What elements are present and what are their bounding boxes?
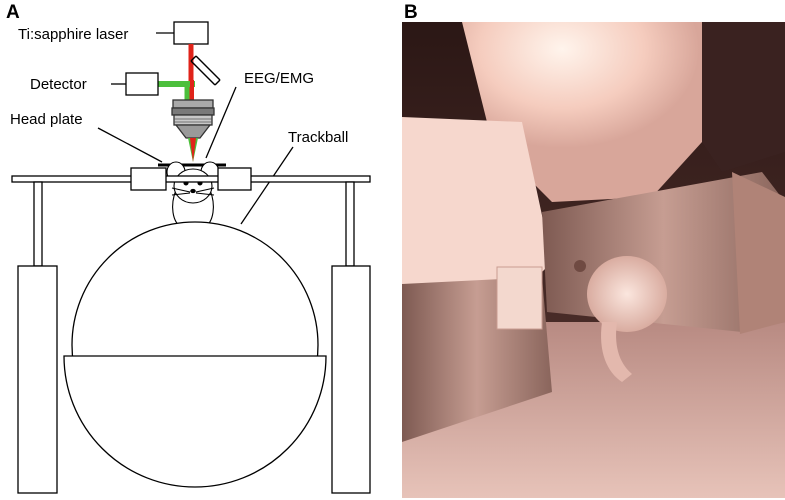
- right-post: [345, 181, 355, 267]
- left-pillar: [17, 265, 58, 494]
- trackball-leader-line: [240, 146, 294, 225]
- panel-a-letter: A: [6, 2, 20, 23]
- photo-rendering: [402, 22, 785, 498]
- eeg-leader-line: [205, 86, 237, 159]
- eeg-emg-label: EEG/EMG: [244, 70, 314, 87]
- objective-lens: [171, 99, 215, 139]
- trackball-label: Trackball: [288, 129, 348, 146]
- dichroic-mirror: [190, 55, 221, 86]
- left-holder-block: [130, 167, 167, 191]
- right-holder-block: [217, 167, 252, 191]
- right-pillar: [331, 265, 371, 494]
- trackball-bowl: [63, 355, 327, 488]
- laser-label: Ti:sapphire laser: [18, 26, 128, 43]
- setup-schematic: Ti:sapphire laser Detector EEG/EMG Head …: [10, 21, 371, 494]
- head-plate-leader-line: [97, 127, 163, 163]
- cross-bar: [11, 175, 371, 183]
- focus-cone-red: [190, 138, 196, 162]
- head-plate-label: Head plate: [10, 111, 83, 128]
- detector-label: Detector: [30, 76, 87, 93]
- detector-box: [125, 72, 159, 96]
- panel-b-letter: B: [404, 2, 418, 23]
- setup-photograph: [402, 22, 785, 498]
- left-post: [33, 181, 43, 267]
- laser-box: [173, 21, 209, 45]
